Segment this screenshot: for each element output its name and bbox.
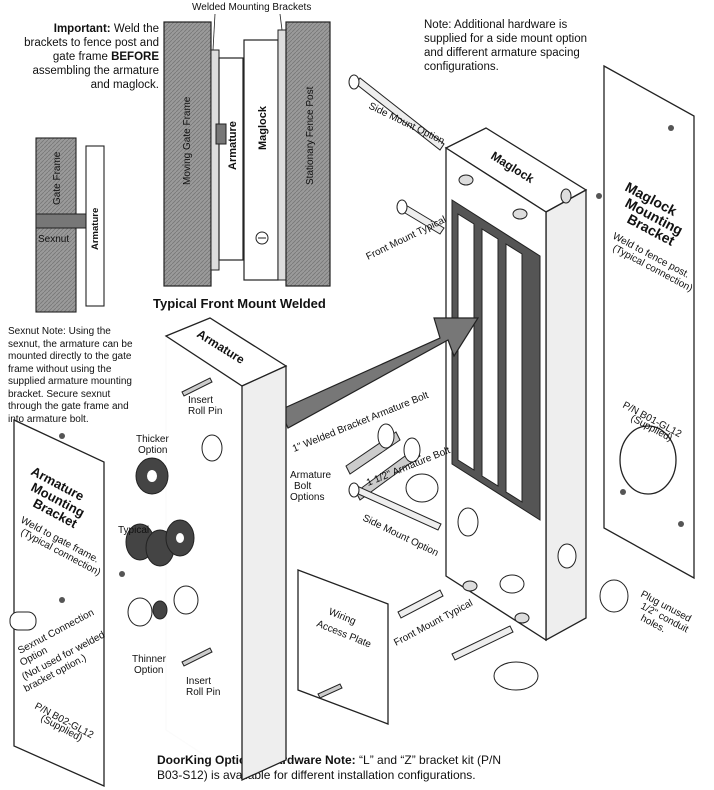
maglock-label: Maglock [257,105,269,150]
front-mount-label-2: Front Mount Typical [392,598,475,649]
important-end: assembling the armature and maglock. [32,65,159,91]
maglock-mounting-bracket: Maglock Mounting Bracket Weld to fence p… [596,64,695,580]
bolt-options-1: Armature [290,470,332,481]
stationary-fence-post [285,21,331,287]
gate-frame-label: Gate Frame [52,151,63,205]
important-before: BEFORE [111,51,159,63]
assembly-arrow [279,317,480,429]
welded-brackets-label: Welded Mounting Brackets [192,2,311,13]
thinner-option-2: Option [134,665,163,676]
armature-mounting-bracket: Armature Mounting Bracket Weld to gate f… [9,418,125,788]
sexnut [35,213,87,229]
roll-pin-2: Insert Roll Pin [181,647,220,698]
sexnut-note: Sexnut Note: Using the sexnut, the armat… [8,326,133,425]
top-inset: Welded Mounting Brackets Moving Gate Fra… [153,2,331,311]
roll-pin-1: Insert Roll Pin [181,377,222,417]
sexnut-connection [9,611,37,631]
insert-roll-pin-1b: Roll Pin [188,406,222,417]
additional-hardware-note: Note: Additional hardware is supplied fo… [424,19,588,73]
armature-label: Armature [227,121,239,170]
bolt-options-2: Bolt [294,481,311,492]
insert-roll-pin-1a: Insert [188,395,213,406]
important-note: Important: Weld the brackets to fence po… [22,22,159,92]
armature-body [218,57,244,261]
moving-gate-frame-label: Moving Gate Frame [182,96,193,185]
bracket-hole [619,425,677,495]
top-inset-caption: Typical Front Mount Welded [153,296,326,311]
armature-bolt [215,123,227,145]
bolt-options-3: Options [290,492,324,503]
maglock-welded-bracket [277,29,287,281]
doorking-text: “L” and “Z” bracket kit (P/N B03-S12) is… [157,753,502,782]
wiring-access-plate: Wiring Access Plate [297,569,389,725]
small-armature-label: Armature [90,208,101,250]
thicker-option-2: Option [138,445,167,456]
typical-label: Typical [118,525,149,536]
thinner-option-1: Thinner [132,654,167,665]
small-armature [85,145,105,307]
front-mount-label-1: Front Mount Typical [364,214,448,262]
maglock-body-3d: Maglock [444,127,588,642]
insert-roll-pin-2b: Roll Pin [186,687,220,698]
sexnut-inset: Gate Frame Sexnut Armature [35,137,105,313]
armature-3d: Armature [164,317,288,782]
moving-gate-frame [163,21,212,287]
washers: Thicker Option Typical Thinner Option [118,434,199,676]
important-label: Important: [53,23,111,35]
sexnut-label: Sexnut [38,234,69,245]
stationary-post-label: Stationary Fence Post [305,86,316,185]
armature-welded-bracket [210,49,220,271]
front-mount-bolt-top: Front Mount Typical [364,199,448,263]
thicker-option-1: Thicker [136,434,169,445]
side-mount-bolt-top: Side Mount Option [348,74,446,151]
important-text: Weld the brackets to fence post and gate… [24,23,159,63]
side-mount-label-1: Side Mount Option [367,101,446,147]
insert-roll-pin-2a: Insert [186,676,211,687]
